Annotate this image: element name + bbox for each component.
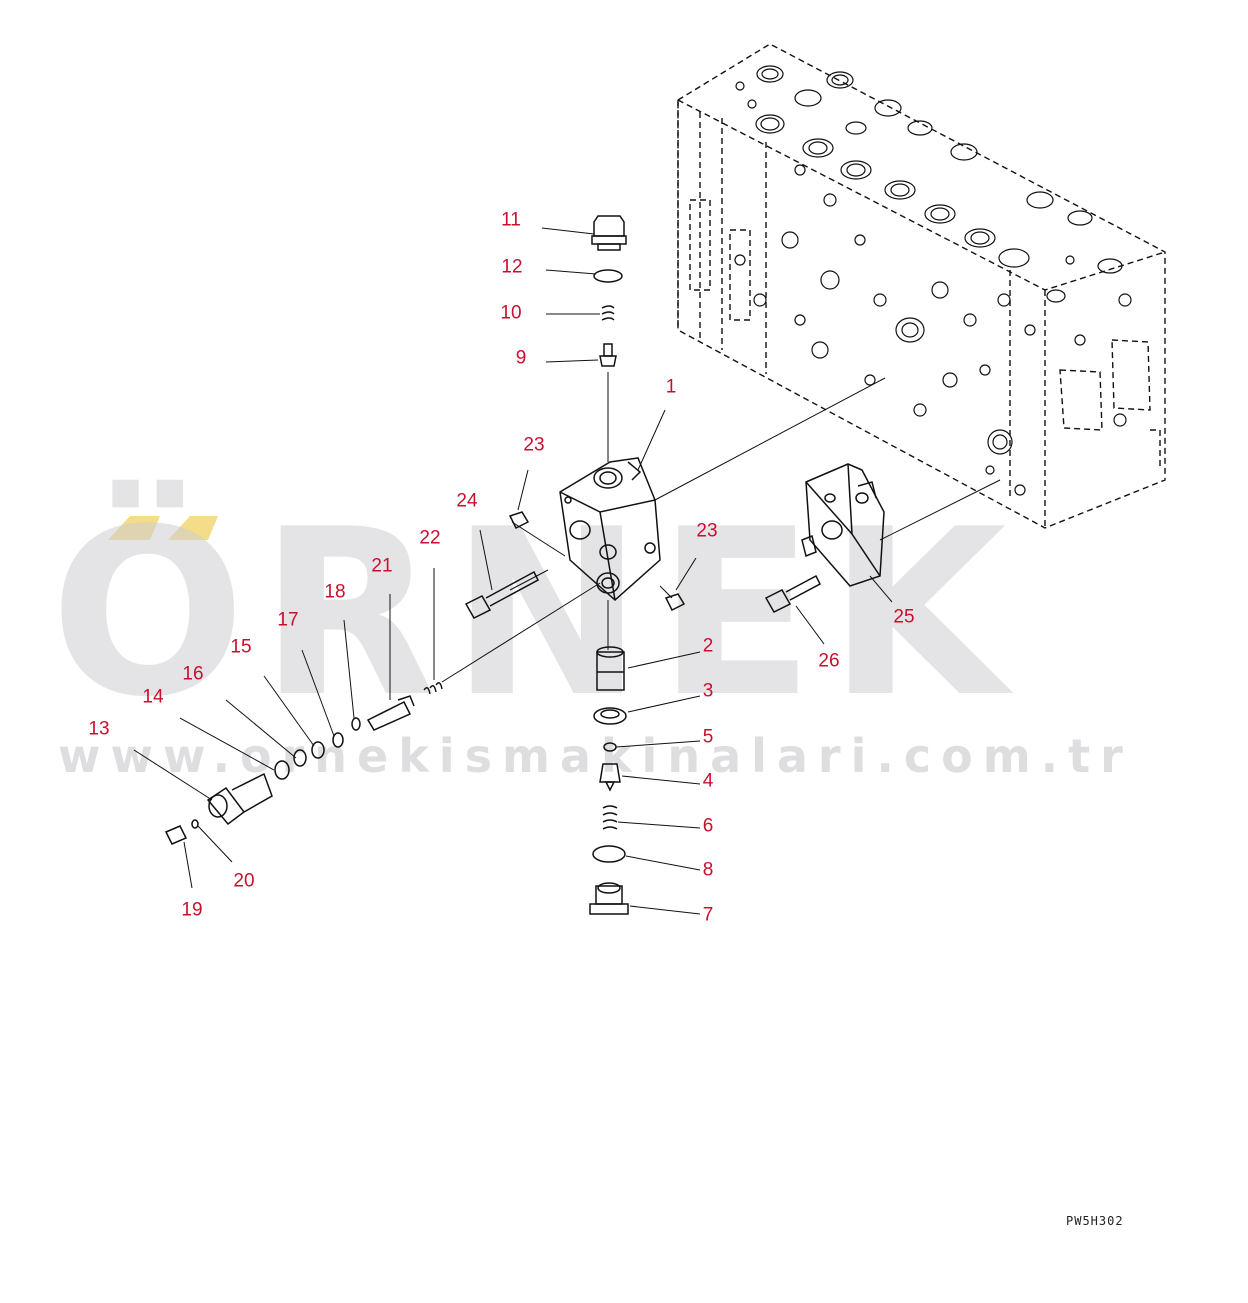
part-23-plug-left <box>508 511 530 530</box>
callout-24: 24 <box>456 490 478 512</box>
part-4-poppet <box>599 763 621 792</box>
part-13-plug <box>206 772 273 826</box>
section-25 <box>801 463 885 587</box>
leader-lines <box>133 227 893 915</box>
drawing-code: PW5H302 <box>1066 1214 1124 1228</box>
watermark-brand: ÖRNEK <box>50 481 1021 748</box>
part-24-bolt <box>464 570 539 619</box>
callout-2: 2 <box>702 635 714 657</box>
part-3-seat <box>593 707 627 725</box>
callout-23-right: 23 <box>696 520 718 542</box>
part-26-bolt <box>764 574 821 613</box>
part-20-o-ring <box>191 819 199 829</box>
callout-11: 11 <box>501 209 521 231</box>
callout-10: 10 <box>500 302 522 324</box>
callout-5: 5 <box>702 726 714 748</box>
callout-8: 8 <box>702 859 714 881</box>
callout-9: 9 <box>515 347 527 369</box>
callout-21: 21 <box>371 555 393 577</box>
watermark-website: www.ornekismakinalari.com.tr <box>58 729 1133 783</box>
callout-13: 13 <box>88 718 110 740</box>
callout-23-left: 23 <box>523 434 545 456</box>
part-17-o-ring <box>332 732 344 748</box>
callout-1: 1 <box>665 376 677 398</box>
part-2-sleeve <box>596 646 625 691</box>
callout-25: 25 <box>893 606 915 628</box>
part-16-ring <box>293 749 307 767</box>
callout-12: 12 <box>501 256 523 278</box>
callout-3: 3 <box>702 680 714 702</box>
part-11-plug <box>591 215 627 251</box>
callout-14: 14 <box>142 686 164 708</box>
part-12-o-ring <box>593 269 623 283</box>
part-19-screw <box>164 825 188 845</box>
part-8-o-ring <box>592 845 626 863</box>
callout-6: 6 <box>702 815 714 837</box>
part-5-ring <box>603 742 617 752</box>
callout-26: 26 <box>818 650 840 672</box>
callout-19: 19 <box>181 899 203 921</box>
callout-16: 16 <box>182 663 204 685</box>
part-21-rod <box>366 695 415 731</box>
part-14-o-ring <box>274 760 290 780</box>
callout-4: 4 <box>702 770 714 792</box>
callout-18: 18 <box>324 581 346 603</box>
part-15-o-ring <box>311 741 325 759</box>
callout-22: 22 <box>419 527 441 549</box>
callout-7: 7 <box>702 904 714 926</box>
part-18-ring <box>351 717 361 731</box>
part-7-plug <box>589 882 629 915</box>
assembly-lines <box>441 372 1001 683</box>
part-23-plug-right <box>664 593 686 612</box>
part-10-spring <box>601 305 615 321</box>
valve-block-ports <box>734 65 1132 496</box>
callout-20: 20 <box>233 870 255 892</box>
part-6-spring <box>602 805 618 830</box>
callout-17: 17 <box>277 609 299 631</box>
section-1 <box>559 457 661 602</box>
main-valve-block <box>677 43 1166 529</box>
callout-15: 15 <box>230 636 252 658</box>
part-22-spring <box>423 682 443 695</box>
part-9-poppet <box>599 343 617 367</box>
